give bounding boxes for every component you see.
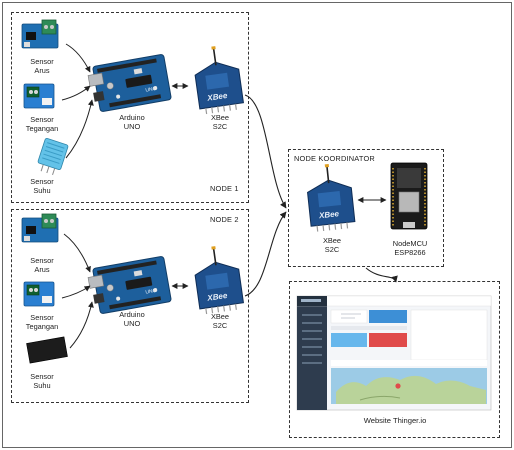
- arrow-current-to-arduino: [65, 43, 91, 73]
- node1-frame: [11, 12, 249, 203]
- node2-title: NODE 2: [210, 215, 239, 224]
- current-sensor-icon: [21, 213, 59, 243]
- dashboard-screenshot-icon: [296, 295, 492, 411]
- current-sensor-icon: [21, 19, 59, 49]
- xbee-module-icon: [304, 161, 357, 233]
- nodemcu-board-icon: [390, 162, 428, 230]
- arduino-board-icon: [86, 53, 172, 114]
- temperature-sensor-icon: [26, 336, 68, 364]
- link-node1-to-coordinator: [244, 94, 287, 209]
- link-coordinator-to-website: [365, 267, 398, 283]
- arrow-voltage-to-arduino: [61, 85, 91, 101]
- voltage-sensor-icon: [23, 83, 55, 109]
- arduino-board-icon: [86, 255, 172, 316]
- node2-group: [21, 213, 246, 364]
- temperature-sensor-icon: [34, 137, 69, 178]
- coordinator-group: [304, 161, 428, 233]
- node1-group: [21, 19, 246, 178]
- coordinator-title: NODE KOORDINATOR: [294, 154, 375, 163]
- website-title: Website Thinger.io: [363, 416, 427, 425]
- voltage-sensor-icon: [23, 281, 55, 307]
- arrow-temp-to-arduino: [65, 99, 94, 159]
- arrow-temp-to-arduino: [69, 301, 94, 349]
- xbee-module-icon: [190, 42, 246, 116]
- node1-title: NODE 1: [210, 184, 239, 193]
- arrow-voltage-to-arduino: [61, 285, 91, 299]
- xbee-module-icon: [190, 242, 246, 316]
- link-node2-to-coordinator: [244, 211, 287, 297]
- arrow-current-to-arduino: [63, 233, 91, 273]
- coordinator-frame: [288, 149, 444, 267]
- node2-frame: [11, 209, 249, 403]
